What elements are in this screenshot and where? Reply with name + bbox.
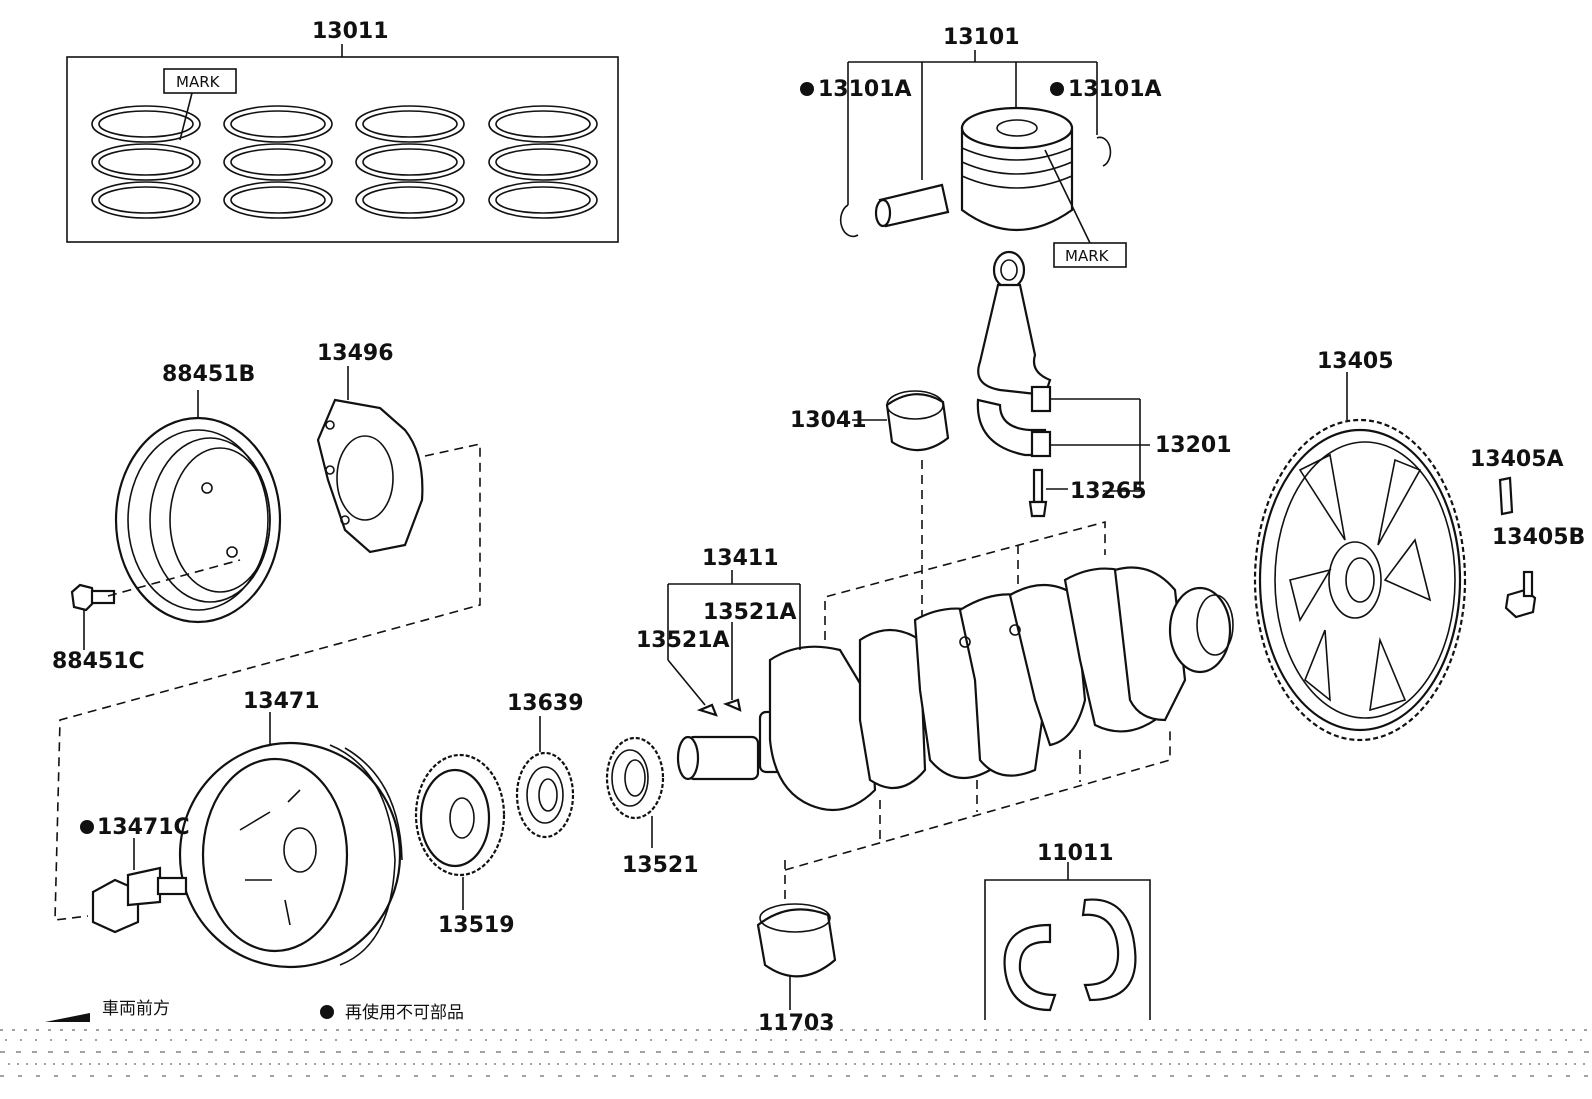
label-13101a-left: 13101A bbox=[818, 77, 912, 102]
label-13471c: 13471C bbox=[97, 815, 190, 840]
flywheel[interactable] bbox=[1253, 372, 1467, 742]
label-13405: 13405 bbox=[1317, 349, 1394, 374]
pulley-bolt[interactable] bbox=[70, 583, 116, 650]
label-13521a-left: 13521A bbox=[636, 628, 730, 653]
timing-sprocket[interactable] bbox=[515, 716, 575, 839]
pulley-center-bolt[interactable] bbox=[91, 838, 188, 934]
rod-bearing[interactable] bbox=[852, 390, 950, 452]
label-13265: 13265 bbox=[1070, 479, 1147, 504]
assembly-line bbox=[824, 520, 1106, 640]
label-13521: 13521 bbox=[622, 853, 699, 878]
flywheel-pin[interactable] bbox=[1498, 476, 1514, 516]
non-reusable-dot bbox=[800, 82, 814, 96]
label-13101a-right: 13101A bbox=[1068, 77, 1162, 102]
label-13041: 13041 bbox=[790, 408, 867, 433]
crank-pulley-upper[interactable] bbox=[114, 390, 282, 624]
legend-dot-icon bbox=[320, 1005, 334, 1019]
piston-assembly[interactable] bbox=[839, 50, 1127, 268]
label-11703: 11703 bbox=[758, 1011, 835, 1036]
label-13201: 13201 bbox=[1155, 433, 1232, 458]
label-88451b: 88451B bbox=[162, 362, 255, 387]
assembly-line bbox=[107, 559, 241, 597]
crank-gear[interactable] bbox=[414, 753, 506, 910]
crankshaft[interactable] bbox=[676, 566, 1234, 812]
non-reusable-dot bbox=[1050, 82, 1064, 96]
label-13496: 13496 bbox=[317, 341, 394, 366]
label-13519: 13519 bbox=[438, 913, 515, 938]
flywheel-bolt[interactable] bbox=[1504, 570, 1537, 619]
label-13411: 13411 bbox=[702, 546, 779, 571]
piston-ring-set[interactable] bbox=[66, 44, 619, 243]
crank-keys-group bbox=[667, 570, 801, 717]
mark-label-rings: MARK bbox=[176, 73, 221, 91]
mark-label-piston: MARK bbox=[1065, 247, 1110, 265]
legend-front-direction: 車両前方 bbox=[102, 999, 170, 1019]
main-bearing[interactable] bbox=[756, 903, 837, 1010]
label-13639: 13639 bbox=[507, 691, 584, 716]
crank-pulley-lower[interactable] bbox=[178, 712, 403, 969]
label-13471: 13471 bbox=[243, 689, 320, 714]
timing-plate[interactable] bbox=[316, 366, 424, 554]
label-13521a-top: 13521A bbox=[703, 600, 797, 625]
scan-noise-band bbox=[0, 1029, 1592, 1077]
crank-sprocket[interactable] bbox=[605, 736, 665, 848]
label-13405a: 13405A bbox=[1470, 447, 1564, 472]
legend-non-reusable: 再使用不可部品 bbox=[345, 1002, 464, 1023]
front-arrow-icon bbox=[45, 1013, 90, 1022]
non-reusable-dot bbox=[80, 820, 94, 834]
label-13101: 13101 bbox=[943, 25, 1020, 50]
rod-bolt[interactable] bbox=[1028, 468, 1068, 518]
label-13011: 13011 bbox=[312, 19, 389, 44]
label-13405b: 13405B bbox=[1492, 525, 1585, 550]
label-11011: 11011 bbox=[1037, 841, 1114, 866]
thrust-washers[interactable] bbox=[984, 862, 1151, 1020]
label-88451c: 88451C bbox=[52, 649, 145, 674]
assembly-line bbox=[54, 443, 481, 921]
connecting-rod[interactable] bbox=[976, 250, 1150, 492]
assembly-line bbox=[784, 730, 1171, 871]
